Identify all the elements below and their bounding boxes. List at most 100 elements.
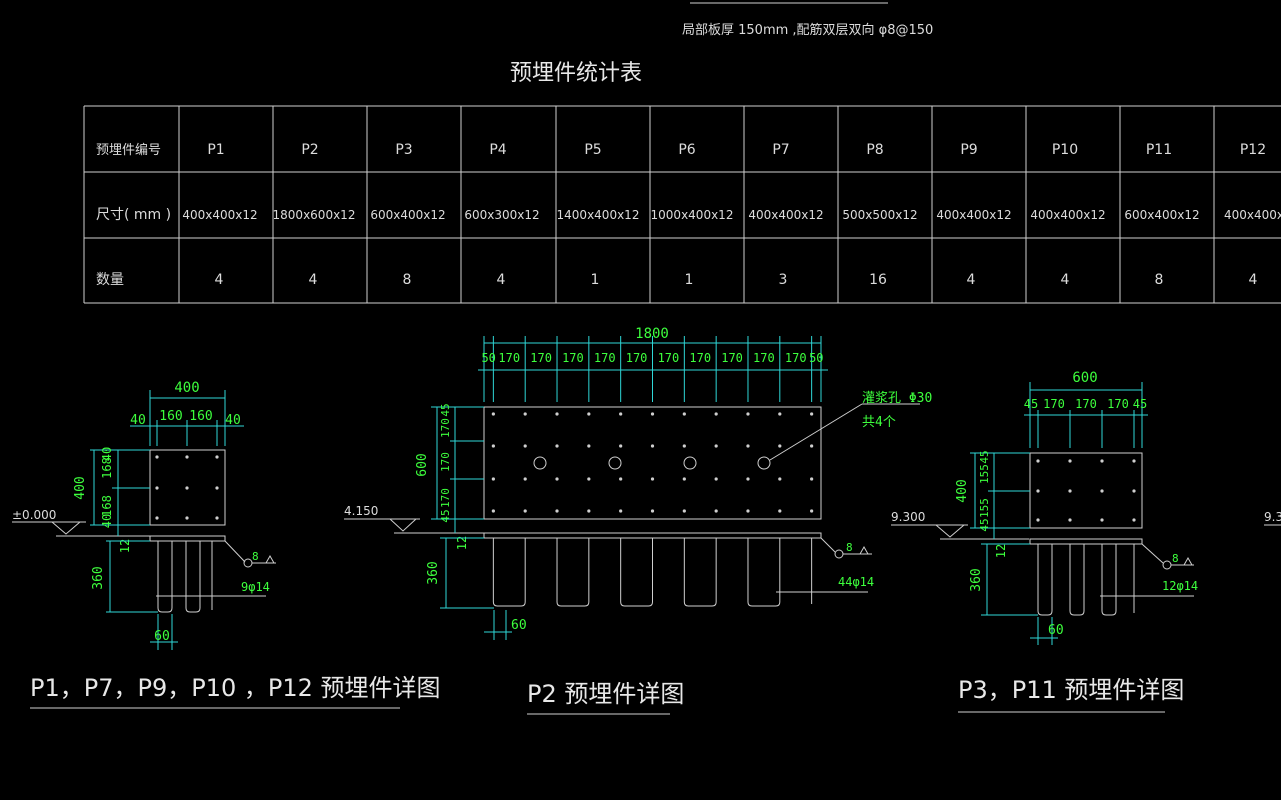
dim-part: 40 <box>225 413 241 428</box>
table-cell-size: 400x400x12 <box>748 208 823 222</box>
anchor-dot <box>555 444 559 448</box>
anchor-dots <box>491 412 814 513</box>
table-cell-size: 500x500x12 <box>842 208 917 222</box>
anchor-dot <box>810 477 814 481</box>
anchor-dot <box>555 477 559 481</box>
dim-part: 40 <box>130 413 146 428</box>
dim-left-part: 45 <box>978 450 991 463</box>
anchor-dot <box>619 444 623 448</box>
table-cell-size: 1000x400x12 <box>651 208 734 222</box>
anchor-dot <box>619 477 623 481</box>
anchor-dot <box>746 444 750 448</box>
hole-note: 灌浆孔 Φ30 <box>862 391 932 406</box>
dim-height: 600 <box>415 453 430 476</box>
table-cell-qty: 8 <box>403 272 412 288</box>
level-label: 9.30 <box>1264 510 1281 524</box>
detail-caption: P1，P7，P9，P10 ，P12 预埋件详图 <box>30 674 441 702</box>
grout-hole <box>757 456 771 470</box>
anchor-dot <box>682 477 686 481</box>
anchor-bars <box>492 538 813 607</box>
table-cell-qty: 3 <box>779 272 788 288</box>
table-cell-size: 400x400x12 <box>936 208 1011 222</box>
anchor-dot <box>491 477 495 481</box>
dim-part: 170 <box>498 351 520 365</box>
anchor-dot <box>555 509 559 513</box>
dim-spacing: 60 <box>154 629 170 644</box>
anchor-dot <box>555 412 559 416</box>
anchor-bar <box>747 538 781 607</box>
anchor-dot <box>682 412 686 416</box>
anchor-dot <box>746 477 750 481</box>
table-cell-id: P6 <box>678 142 695 158</box>
dim-part: 170 <box>1107 397 1129 411</box>
dim-anchor: 360 <box>969 568 984 591</box>
anchor-dot <box>778 477 782 481</box>
anchor-dot <box>491 444 495 448</box>
dim-part: 50 <box>481 351 495 365</box>
table-cell-size: 1400x400x12 <box>557 208 640 222</box>
dim-left-part: 168 <box>100 495 114 517</box>
dim-spacing: 60 <box>511 618 527 633</box>
dim-anchor: 360 <box>91 566 106 589</box>
dim-left-part: 170 <box>439 452 452 472</box>
dim-part: 160 <box>159 409 182 424</box>
dim-part: 170 <box>721 351 743 365</box>
anchor-dot <box>810 444 814 448</box>
dim-left-part: 155 <box>978 498 991 518</box>
table-cell-id: P12 <box>1240 142 1266 158</box>
dim-part: 170 <box>530 351 552 365</box>
anchor-dot <box>810 509 814 513</box>
table-cell-id: P1 <box>207 142 224 158</box>
weld-size: 8 <box>1172 552 1179 565</box>
detail-p4-partial: 9.30 <box>1264 510 1281 526</box>
table-cell-qty: 4 <box>1061 272 1070 288</box>
dim-plate: 12 <box>994 544 1008 558</box>
grout-hole <box>533 456 547 470</box>
anchor-dot <box>714 509 718 513</box>
row-label-size: 尺寸( mm ) <box>96 207 171 223</box>
level-label: ±0.000 <box>12 508 56 522</box>
rebar-spec: 12φ14 <box>1162 579 1198 593</box>
table-cell-size: 400x400x12 <box>1224 208 1281 222</box>
anchor-dot <box>810 412 814 416</box>
anchor-dot <box>619 509 623 513</box>
table-cell-qty: 4 <box>215 272 224 288</box>
anchor-dot <box>523 509 527 513</box>
dim-part: 170 <box>626 351 648 365</box>
table-cell-id: P9 <box>960 142 977 158</box>
table-cell-id: P10 <box>1052 142 1078 158</box>
dim-part: 170 <box>785 351 807 365</box>
anchor-dot <box>778 412 782 416</box>
table-cell-id: P5 <box>584 142 601 158</box>
grout-hole <box>683 456 697 470</box>
table-cell-id: P4 <box>489 142 506 158</box>
table-cell-id: P7 <box>772 142 789 158</box>
grout-hole <box>608 456 622 470</box>
level-label: 9.300 <box>891 510 925 524</box>
dim-width: 1800 <box>635 326 669 342</box>
table-cell-size: 1800x600x12 <box>273 208 356 222</box>
embedded-parts-table: 预埋件编号 尺寸( mm ) 数量 P1 400x400x12 4 P2 180… <box>83 105 1281 304</box>
anchor-dot <box>587 509 591 513</box>
dim-left-part: 170 <box>439 418 452 438</box>
row-label-qty: 数量 <box>96 272 124 288</box>
anchor-dot <box>587 477 591 481</box>
rebar-spec: 44φ14 <box>838 575 874 589</box>
anchor-dot <box>746 412 750 416</box>
table-cell-id: P8 <box>866 142 883 158</box>
dim-anchor: 360 <box>426 561 441 584</box>
anchor-bar <box>492 538 526 607</box>
table-cell-qty: 8 <box>1155 272 1164 288</box>
anchor-dot <box>491 412 495 416</box>
dim-plate: 12 <box>455 536 469 550</box>
hole-note-count: 共4个 <box>862 415 896 430</box>
dim-left-part: 45 <box>978 518 991 531</box>
table-cell-size: 600x300x12 <box>464 208 539 222</box>
dim-part: 160 <box>189 409 212 424</box>
weld-size: 8 <box>846 541 853 554</box>
anchor-bar <box>683 538 717 607</box>
anchor-dot <box>587 444 591 448</box>
dim-part: 170 <box>1043 397 1065 411</box>
table-cell-qty: 1 <box>685 272 694 288</box>
